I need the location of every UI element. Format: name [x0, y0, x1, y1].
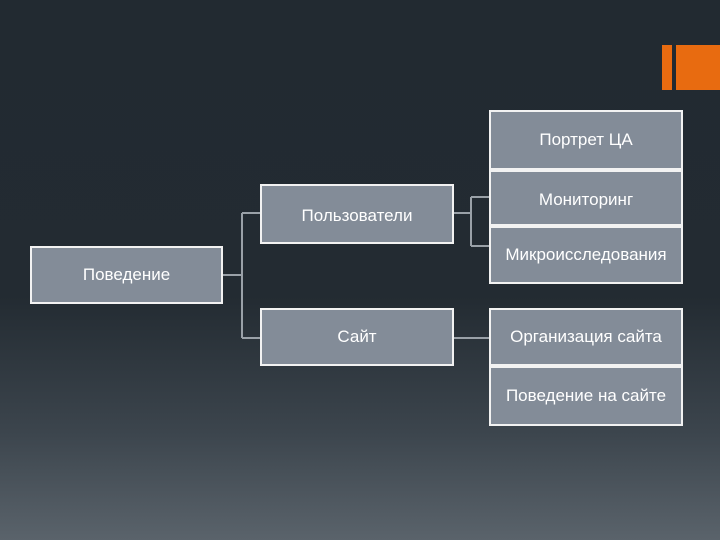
- node-site-behavior-label: Поведение на сайте: [505, 386, 667, 405]
- node-micro-research: Микроисследования: [489, 226, 683, 284]
- node-users-label: Пользователи: [301, 206, 413, 225]
- node-behavior-label: Поведение: [82, 265, 171, 284]
- node-site-organization-label: Организация сайта: [510, 327, 662, 346]
- node-site-label: Сайт: [337, 327, 377, 346]
- node-site: Сайт: [260, 308, 454, 366]
- node-portrait: Портрет ЦА: [489, 110, 683, 170]
- connector-root-users-site: [223, 212, 260, 339]
- node-monitoring: Мониторинг: [489, 170, 683, 226]
- node-users: Пользователи: [260, 184, 454, 244]
- node-site-behavior: Поведение на сайте: [489, 366, 683, 426]
- accent-bar-wide: [676, 45, 720, 90]
- node-behavior: Поведение: [30, 246, 223, 304]
- node-site-organization: Организация сайта: [489, 308, 683, 366]
- node-monitoring-label: Мониторинг: [538, 190, 634, 209]
- node-portrait-label: Портрет ЦА: [539, 130, 633, 149]
- node-micro-research-label: Микроисследования: [505, 245, 667, 264]
- connector-users-children: [454, 196, 489, 247]
- accent-bar-thin: [662, 45, 672, 90]
